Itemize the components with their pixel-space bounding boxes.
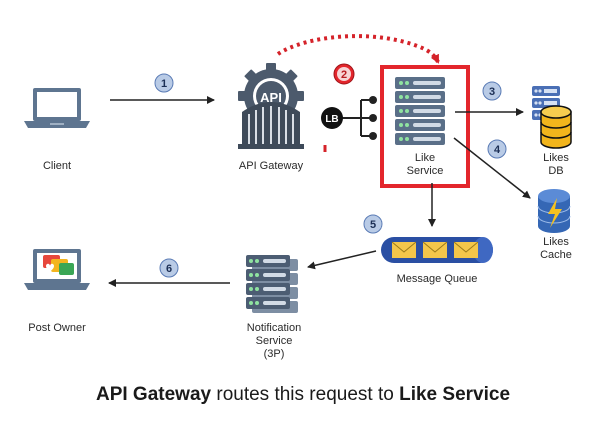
step-badge-6: 6 (159, 258, 179, 278)
likes-cache-label-line1: Likes (543, 236, 569, 248)
svg-text:3: 3 (489, 86, 495, 98)
load-balancer-label: LB (325, 114, 338, 125)
likes-db-label-line2: DB (548, 165, 564, 177)
caption-target: Like Service (399, 384, 511, 405)
like-service-highlight-box (380, 65, 470, 188)
api-gateway-label: API Gateway (238, 160, 304, 172)
svg-text:6: 6 (166, 263, 172, 275)
likes-cache-label: Likes Cache (540, 236, 572, 262)
client-laptop-icon (24, 88, 90, 128)
diagram-caption: API Gateway routes this request to Like … (0, 384, 606, 406)
notification-service-label: Notification Service (3P) (247, 322, 301, 361)
like-service-server-icon (395, 77, 445, 145)
notification-service-label-line1: Notification (246, 322, 302, 334)
step-badge-2: 2 (333, 63, 355, 85)
likes-db-label: Likes DB (543, 152, 569, 178)
notification-service-label-line2: Service (255, 335, 293, 347)
api-gateway-icon (238, 63, 304, 149)
svg-text:2: 2 (341, 69, 347, 81)
arrow-queue-to-notification (307, 250, 377, 270)
step-badge-5: 5 (363, 214, 383, 234)
load-balancer-icon (321, 96, 377, 140)
likes-cache-label-line2: Cache (540, 249, 572, 261)
arrow-service-to-cache (453, 137, 531, 199)
client-label: Client (42, 160, 72, 172)
post-owner-label: Post Owner (28, 322, 86, 334)
lightning-icon (548, 198, 562, 228)
chat-bubbles-icon (43, 255, 74, 275)
dotted-routing-arrow (276, 34, 440, 64)
likes-db-icon (532, 86, 572, 149)
svg-text:1: 1 (161, 78, 167, 90)
post-owner-laptop-icon (24, 249, 90, 290)
caption-source: API Gateway (95, 384, 212, 405)
envelope-icon (391, 241, 479, 258)
step-badge-3: 3 (482, 81, 502, 101)
svg-text:5: 5 (370, 219, 376, 231)
likes-cache-icon (537, 189, 571, 233)
api-logo-text: API (260, 90, 282, 105)
notification-service-label-line3: (3P) (263, 348, 285, 360)
step-badge-4: 4 (487, 139, 507, 159)
message-queue-icon (381, 237, 493, 263)
like-service-label: Like Service (407, 152, 444, 178)
like-service-label-line2: Service (406, 165, 444, 177)
message-queue-label: Message Queue (396, 273, 478, 285)
svg-text:4: 4 (494, 144, 501, 156)
step-badge-1: 1 (154, 73, 174, 93)
like-service-label-line1: Like (414, 152, 436, 164)
notification-service-server-icon (246, 255, 298, 313)
caption-middle: routes this request to (211, 384, 400, 405)
likes-db-label-line1: Likes (543, 152, 569, 164)
